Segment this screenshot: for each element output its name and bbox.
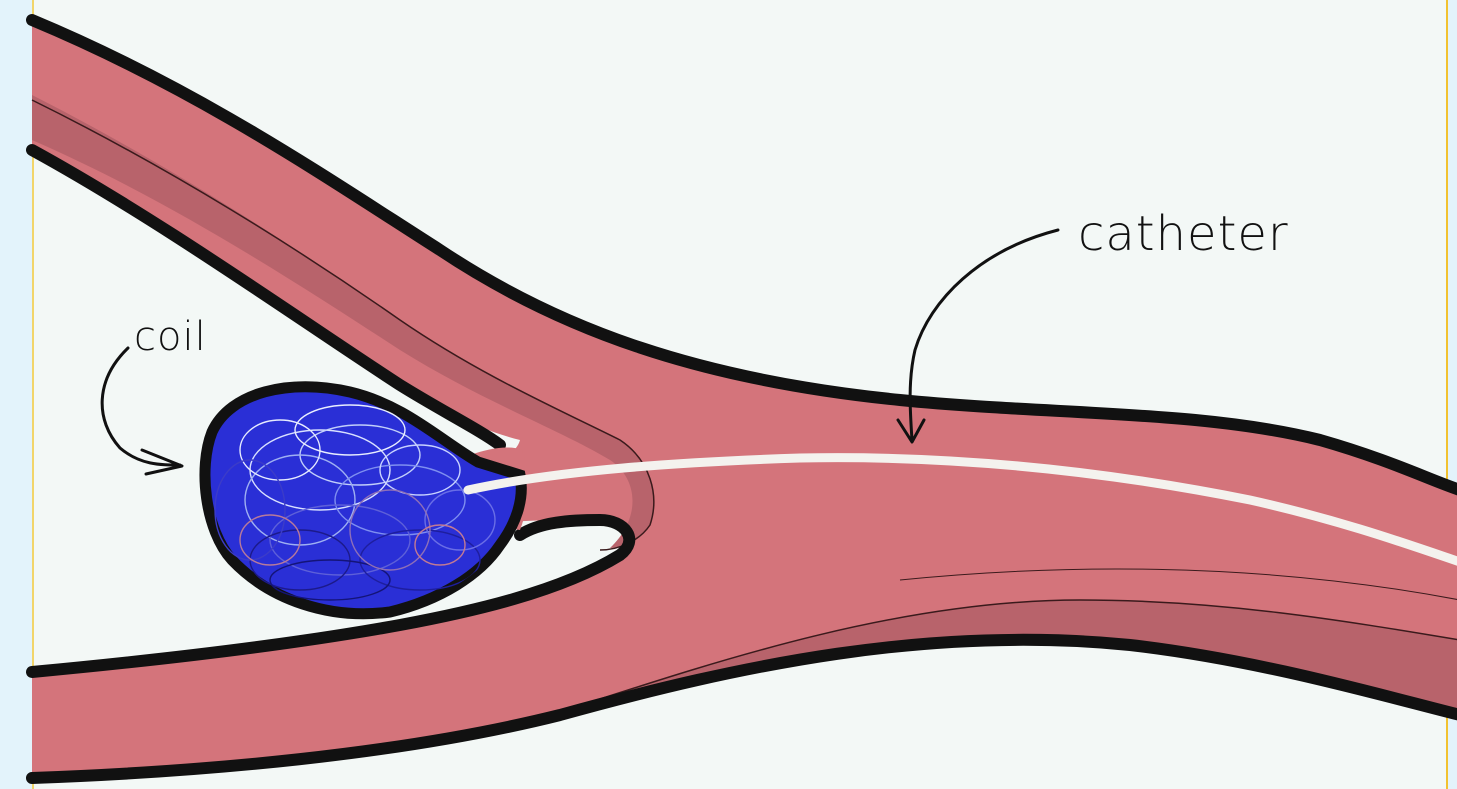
catheter-label: catheter (1078, 206, 1289, 262)
coil-arrow-icon (102, 348, 182, 474)
coil-label: coil (134, 314, 207, 360)
